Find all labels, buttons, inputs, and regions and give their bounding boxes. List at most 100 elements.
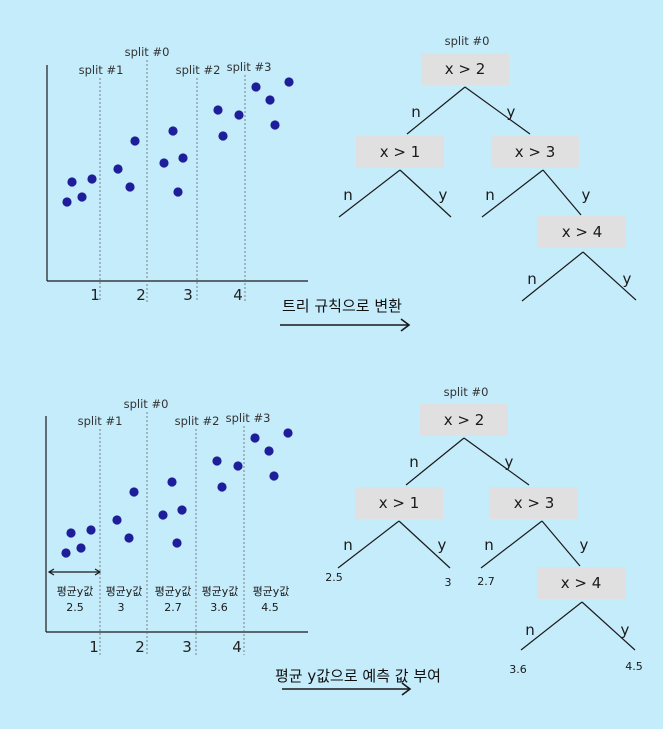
region-value: 3.6: [210, 601, 228, 614]
data-point: [250, 433, 260, 443]
branch-yes-label: y: [505, 453, 514, 471]
tree-node-right-right: x > 4: [537, 567, 625, 599]
node-condition: x > 3: [514, 494, 555, 512]
node-condition: x > 4: [562, 223, 603, 241]
data-point: [177, 505, 187, 515]
data-points: [61, 428, 293, 558]
tree-edge: [464, 86, 531, 135]
data-point: [86, 525, 96, 535]
x-tick-label: 1: [89, 638, 99, 656]
x-tick-label: 4: [233, 286, 243, 304]
x-tick-label: 2: [135, 638, 145, 656]
node-condition: x > 2: [445, 60, 486, 78]
tree-node-left: x > 1: [356, 136, 444, 168]
node-condition: x > 1: [380, 143, 421, 161]
node-box: [537, 567, 625, 599]
tree-edge: [398, 520, 451, 569]
leaf-prediction: 2.5: [325, 571, 343, 584]
region-average-labels: 평균y값 2.5 평균y값 3 평균y값 2.7 평균y값 3.6 평균y값 4…: [57, 585, 290, 614]
data-point: [113, 164, 123, 174]
tree-split-label: split #0: [444, 385, 489, 399]
data-point: [61, 548, 71, 558]
tree-edge: [406, 86, 466, 135]
split-1-label: split #1: [78, 414, 123, 428]
tree-edge: [338, 169, 401, 218]
transform-caption: 평균 y값으로 예측 값 부여: [275, 667, 441, 685]
data-point: [76, 543, 86, 553]
region-value: 2.5: [66, 601, 84, 614]
tree-edge: [541, 520, 581, 567]
bottom-scatter-plot: split #0 split #1 split #2 split #3: [45, 397, 308, 656]
leaf-prediction: 3.6: [509, 663, 527, 676]
arrow-right-icon: [280, 318, 411, 332]
tree-edge: [521, 251, 584, 302]
arrow-right-icon: [282, 682, 412, 696]
region-label: 평균y값: [106, 585, 143, 598]
tree-edge: [337, 520, 400, 569]
tree-node-left: x > 1: [355, 487, 443, 519]
data-points: [62, 77, 294, 207]
branch-yes-label: y: [438, 536, 447, 554]
arrow-head-left: [47, 568, 55, 576]
data-point: [265, 95, 275, 105]
split-2-label: split #2: [175, 414, 220, 428]
node-box: [420, 404, 508, 436]
x-tick-label: 3: [183, 286, 193, 304]
data-point: [67, 177, 77, 187]
node-box: [491, 136, 579, 168]
split-3-label: split #3: [226, 411, 271, 425]
tree-edge: [581, 601, 636, 651]
data-point: [87, 174, 97, 184]
branch-yes-label: y: [623, 270, 632, 288]
tree-edge: [480, 520, 543, 569]
branch-yes-label: y: [507, 103, 516, 121]
split-1-label: split #1: [79, 63, 124, 77]
leaf-prediction: 3: [445, 576, 452, 589]
node-condition: x > 1: [379, 494, 420, 512]
tree-node-right: x > 3: [490, 487, 578, 519]
branch-no-label: n: [484, 536, 494, 554]
region-value: 4.5: [261, 601, 279, 614]
branch-no-label: n: [527, 270, 537, 288]
data-point: [158, 510, 168, 520]
x-tick-label: 2: [136, 286, 146, 304]
region-label: 평균y값: [57, 585, 94, 598]
branch-yes-label: y: [580, 536, 589, 554]
branch-no-label: n: [343, 186, 353, 204]
branch-no-label: n: [485, 186, 495, 204]
node-box: [356, 136, 444, 168]
region-label: 평균y값: [155, 585, 192, 598]
tree-edge: [405, 437, 465, 486]
bottom-panel: split #0 split #1 split #2 split #3: [45, 385, 643, 696]
data-point: [66, 528, 76, 538]
top-scatter-plot: split #0 split #1 split #2 split #3 1 2 …: [46, 45, 308, 304]
tree-node-root: x > 2: [420, 404, 508, 436]
node-box: [355, 487, 443, 519]
tree-edge: [481, 169, 544, 218]
region-value: 3: [118, 601, 125, 614]
split-0-label: split #0: [124, 397, 169, 411]
node-condition: x > 2: [444, 411, 485, 429]
data-point: [77, 192, 87, 202]
data-point: [124, 533, 134, 543]
region-label: 평균y값: [253, 585, 290, 598]
data-point: [251, 82, 261, 92]
data-point: [129, 487, 139, 497]
region-label: 평균y값: [202, 585, 239, 598]
data-point: [167, 477, 177, 487]
arrow-head: [400, 318, 411, 332]
tree-edge: [463, 437, 530, 486]
branch-no-label: n: [343, 536, 353, 554]
x-tick-label: 4: [232, 638, 242, 656]
x-tick-label: 3: [182, 638, 192, 656]
region-value: 2.7: [164, 601, 182, 614]
split-2-label: split #2: [176, 63, 221, 77]
node-box: [538, 216, 626, 248]
data-point: [213, 105, 223, 115]
leaf-prediction: 4.5: [625, 660, 643, 673]
branch-yes-label: y: [439, 186, 448, 204]
branch-yes-label: y: [621, 621, 630, 639]
data-point: [168, 126, 178, 136]
arrow-head-right: [94, 568, 102, 576]
data-point: [269, 471, 279, 481]
